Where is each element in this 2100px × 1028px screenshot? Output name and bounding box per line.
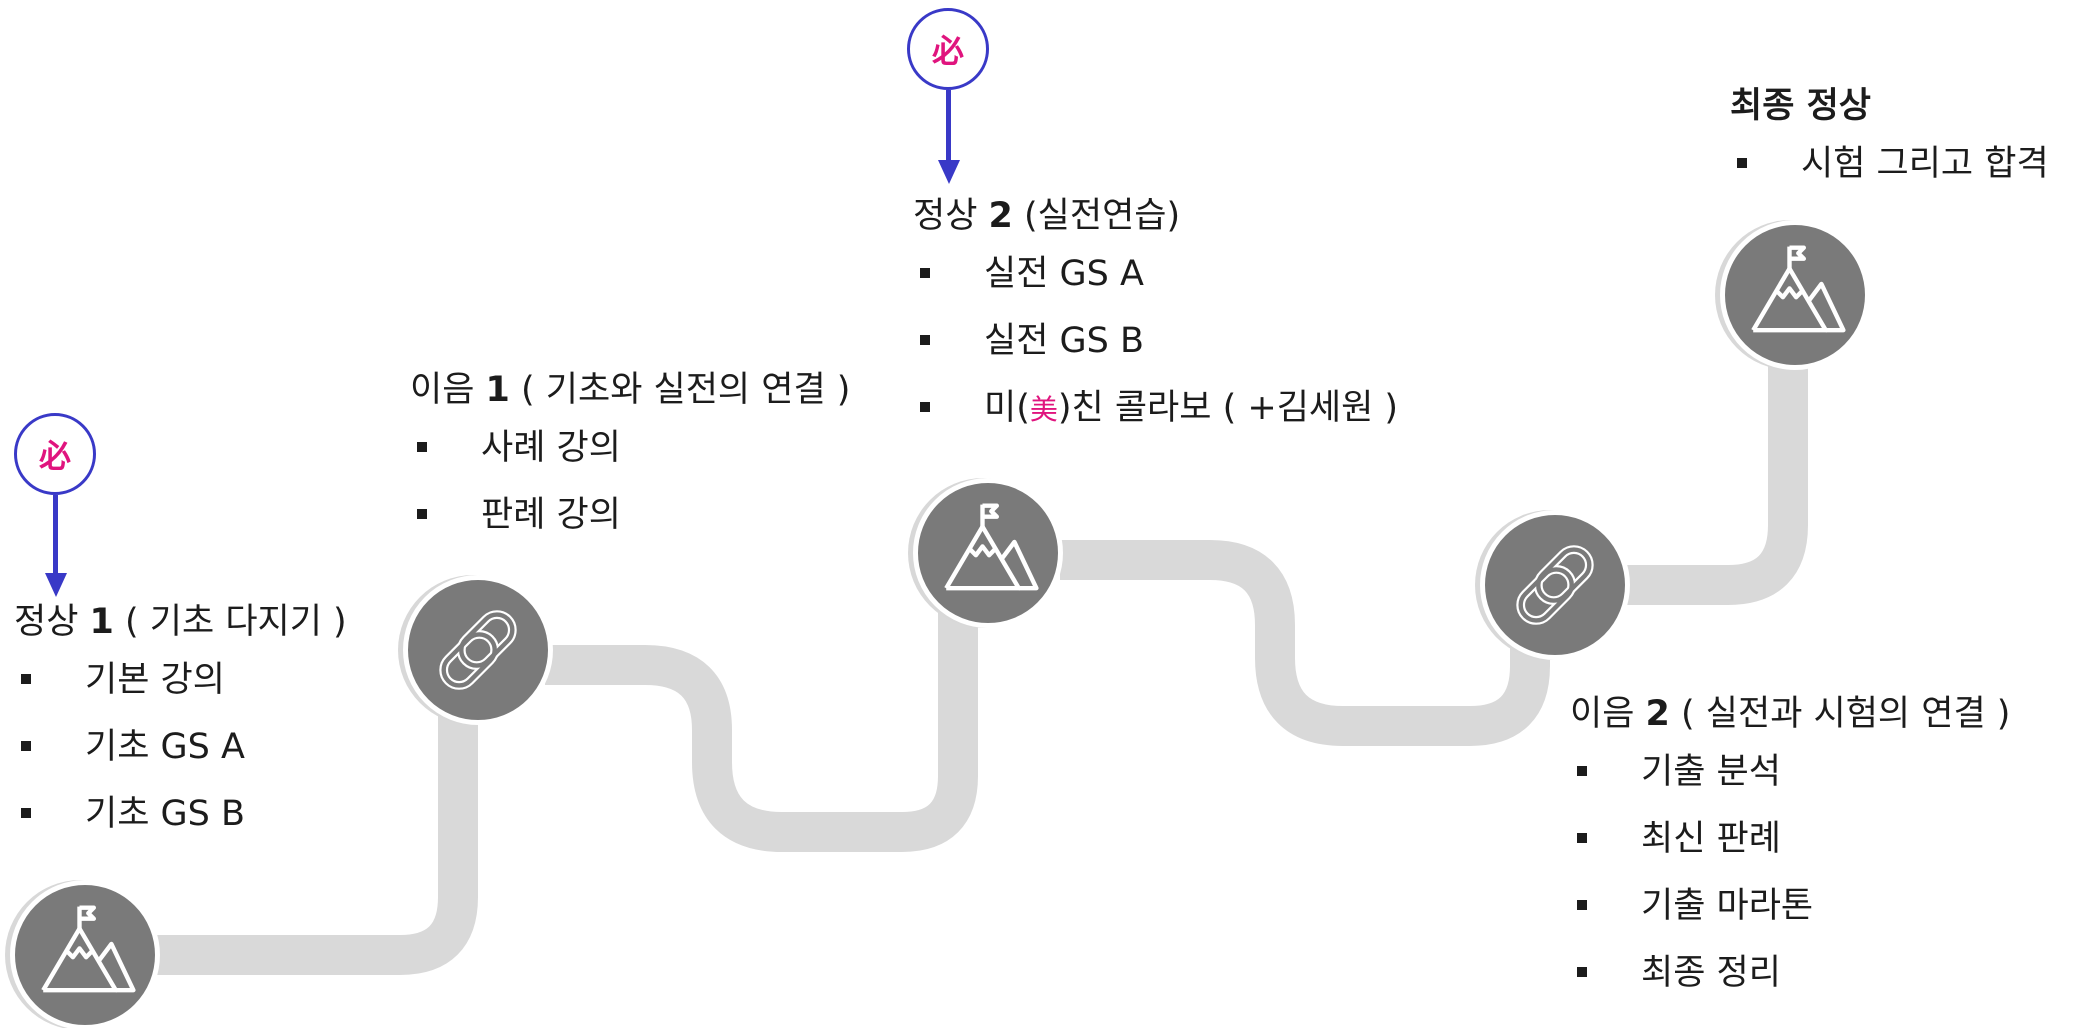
- list-item: 기초 GS A: [14, 725, 347, 792]
- list-item: 실전 GS A: [913, 252, 1398, 319]
- required-pin-glyph: 必: [14, 413, 96, 495]
- mountain-flag-icon: [30, 900, 140, 1010]
- list-item: 기본 강의: [14, 658, 347, 725]
- final-peak-node: [1720, 220, 1870, 370]
- beauty-character: 美: [1029, 393, 1058, 426]
- peak-node-1: [10, 880, 160, 1028]
- list-item: 최신 판례: [1570, 817, 2010, 884]
- final-title: 최종 정상: [1730, 86, 1871, 126]
- link-node-2: [1480, 510, 1630, 660]
- arrow-down-icon: [45, 573, 67, 597]
- mountain-flag-icon: [1740, 240, 1850, 350]
- final-block: 최종 정상 시험 그리고 합격: [1730, 84, 2049, 209]
- road-segment-2: [545, 600, 978, 852]
- peak2-block: 정상 2 (실전연습) 실전 GS A 실전 GS B 미(美)친 콜라보 ( …: [913, 194, 1398, 453]
- link-icon: [1500, 530, 1610, 640]
- road-segment-1: [90, 640, 478, 975]
- required-pin-glyph: 必: [907, 8, 989, 90]
- final-list: 시험 그리고 합격: [1730, 142, 2049, 209]
- arrow-down-icon: [938, 160, 960, 184]
- list-item: 기출 마라톤: [1570, 884, 2010, 951]
- required-pin-2: 必: [907, 8, 989, 184]
- road-segment-4: [1618, 360, 1808, 605]
- list-item: 최종 정리: [1570, 951, 2010, 1018]
- list-item: 판례 강의: [410, 493, 850, 560]
- link1-block: 이음 1 ( 기초와 실전의 연결 ) 사례 강의 판례 강의: [410, 368, 850, 560]
- peak2-title: 정상 2 (실전연습): [913, 196, 1181, 236]
- list-item: 기출 분석: [1570, 750, 2010, 817]
- link2-title: 이음 2 ( 실전과 시험의 연결 ): [1570, 694, 2011, 734]
- list-item: 미(美)친 콜라보 ( +김세원 ): [913, 386, 1398, 453]
- peak1-title: 정상 1 ( 기초 다지기 ): [14, 602, 347, 642]
- link2-block: 이음 2 ( 실전과 시험의 연결 ) 기출 분석 최신 판례 기출 마라톤 최…: [1570, 692, 2010, 1018]
- mountain-flag-icon: [933, 498, 1043, 608]
- list-item: 기초 GS B: [14, 792, 347, 859]
- road-segment-3: [1060, 540, 1550, 746]
- link-icon: [423, 595, 533, 705]
- link2-list: 기출 분석 최신 판례 기출 마라톤 최종 정리: [1570, 750, 2010, 1018]
- list-item: 실전 GS B: [913, 319, 1398, 386]
- peak-node-2: [913, 478, 1063, 628]
- peak1-block: 정상 1 ( 기초 다지기 ) 기본 강의 기초 GS A 기초 GS B: [14, 600, 347, 859]
- list-item: 사례 강의: [410, 426, 850, 493]
- peak1-list: 기본 강의 기초 GS A 기초 GS B: [14, 658, 347, 859]
- required-pin-1: 必: [14, 413, 96, 597]
- link-node-1: [403, 575, 553, 725]
- list-item: 시험 그리고 합격: [1730, 142, 2049, 209]
- link1-list: 사례 강의 판례 강의: [410, 426, 850, 560]
- peak2-list: 실전 GS A 실전 GS B 미(美)친 콜라보 ( +김세원 ): [913, 252, 1398, 453]
- link1-title: 이음 1 ( 기초와 실전의 연결 ): [410, 370, 851, 410]
